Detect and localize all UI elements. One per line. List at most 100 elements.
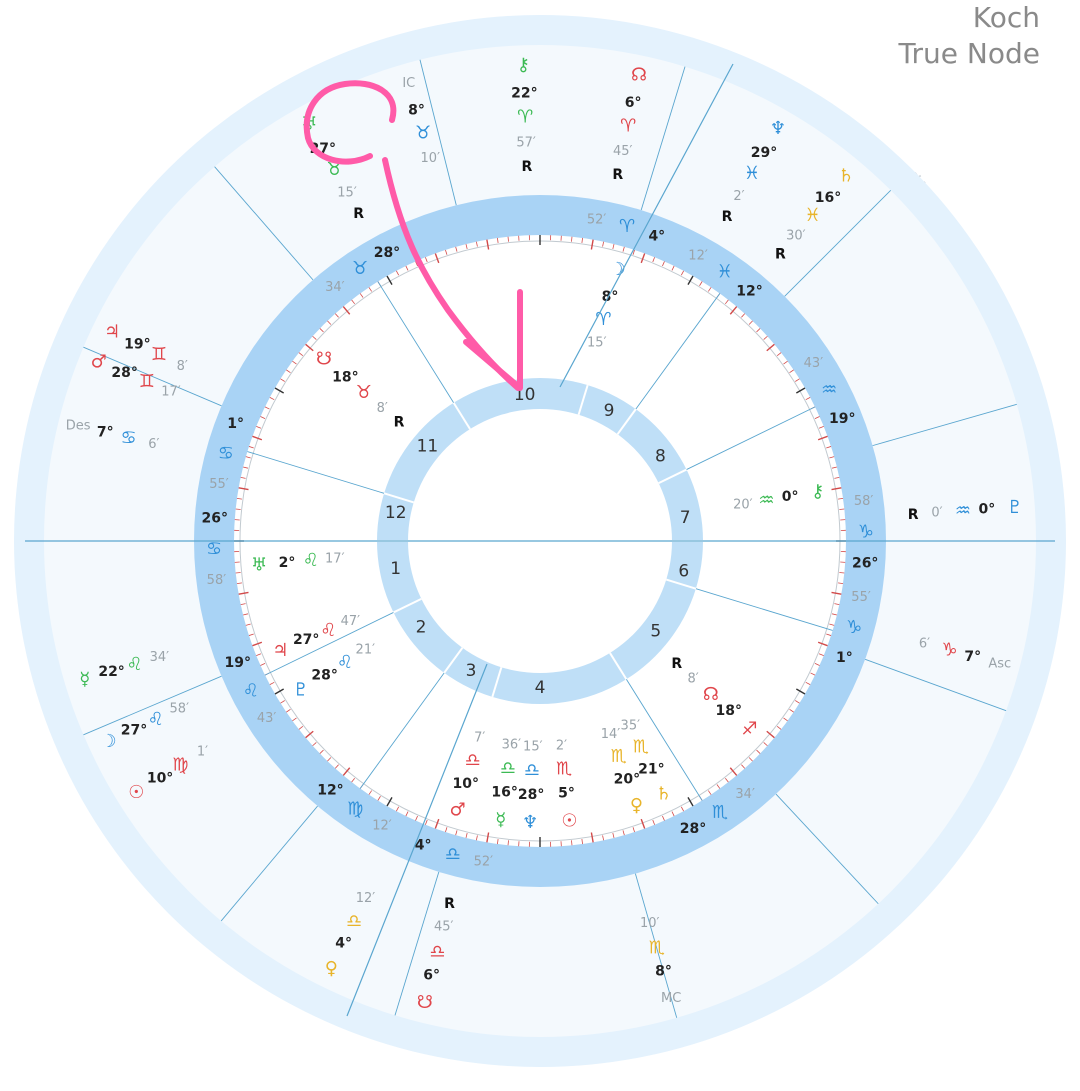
transit-sign: ♒ (955, 500, 971, 521)
planet-r: R (671, 656, 682, 672)
planet-sign: ☊ (703, 684, 719, 705)
transit-glyph-icon: ♆ (770, 118, 786, 139)
degree-tick (342, 306, 351, 315)
house-separator (658, 468, 687, 485)
planet-glyph-icon: ♂ (449, 800, 465, 821)
transit-sign: ♎ (346, 911, 362, 932)
house-separator (393, 597, 422, 614)
house-line (377, 281, 455, 404)
transit-min: 2′ (733, 189, 744, 204)
degree-tick (652, 257, 656, 263)
degree-tick (831, 487, 842, 491)
transit-r: R (722, 209, 733, 225)
cusp-label: 26°♑58′ (852, 494, 878, 572)
transit-min: 0′ (931, 506, 942, 521)
degree-tick (756, 328, 761, 333)
zodiac-sign-icon: ♎ (445, 844, 461, 865)
cusp-label: 4°♎52′ (415, 837, 493, 869)
planet-deg: 20° (614, 772, 640, 788)
planet-position: ♃27°♌47′ (272, 614, 360, 661)
outer-house-line (640, 66, 686, 211)
degree-tick (671, 811, 675, 817)
degree-tick (789, 369, 794, 374)
node-type-label: True Node (898, 37, 1040, 70)
degree-tick (783, 717, 788, 722)
degree-tick (319, 749, 324, 754)
transit-min: 17′ (161, 384, 181, 399)
degree-tick (252, 435, 263, 441)
degree-tick (465, 832, 468, 839)
degree-tick (351, 299, 356, 305)
degree-tick (795, 378, 800, 382)
cusp-degree: 26° (202, 510, 228, 526)
degree-tick (776, 352, 782, 357)
degree-tick (795, 387, 806, 394)
transit-glyph-icon: ☿ (79, 669, 90, 690)
house-number-4: 4 (535, 678, 546, 698)
cusp-degree: 28° (374, 245, 400, 261)
planet-deg: 16° (491, 785, 517, 801)
degree-tick (434, 253, 440, 264)
house-line (359, 672, 445, 789)
transit-r: R (444, 896, 455, 912)
degree-tick (834, 476, 840, 479)
planet-deg: 5° (558, 786, 575, 802)
transit-sign: ♉ (415, 122, 431, 143)
transit-glyph-icon: ☽ (101, 731, 117, 752)
transit-min: 15′ (337, 185, 357, 200)
transit-deg: 27° (121, 722, 147, 738)
outer-house-line (784, 189, 892, 297)
degree-tick (240, 476, 246, 479)
degree-tick (238, 487, 249, 491)
degree-tick (424, 819, 428, 825)
transit-min: 1′ (197, 744, 208, 759)
transit-sign: ♈ (620, 115, 636, 136)
transit-position: ☽27°♌58′ (101, 702, 190, 752)
cusp-minutes: 34′ (325, 280, 345, 295)
degree-tick (687, 796, 694, 807)
degree-tick (724, 299, 729, 305)
degree-tick (256, 425, 262, 429)
degree-tick (312, 335, 317, 340)
transit-sign: ♑ (941, 640, 957, 661)
zodiac-sign-icon: ♌ (243, 681, 259, 702)
degree-tick (590, 239, 594, 250)
cusp-degree: 19° (829, 411, 855, 427)
cusp-label: 19°♌43′ (224, 655, 276, 726)
degree-tick (590, 832, 594, 843)
degree-tick (236, 498, 242, 500)
zodiac-sign-icon: ♈ (619, 216, 635, 237)
meridian-line-top (559, 63, 734, 388)
degree-tick (386, 275, 393, 286)
cusp-degree: 19° (224, 655, 250, 671)
degree-tick (305, 730, 314, 739)
planet-sign: ♈ (595, 309, 611, 330)
house-number-11: 11 (417, 437, 439, 457)
transit-r: R (908, 507, 919, 523)
transit-position: ♃19°♊8′ (104, 321, 188, 374)
natal-planets: ♅2°♌17′♃27°♌47′♇28°♌21′♂10°♎7′☿16°♎36′♆2… (251, 259, 824, 833)
cusp-minutes: 55′ (209, 477, 229, 492)
cusp-degree: 1° (836, 650, 853, 666)
degree-tick (465, 243, 468, 250)
cusp-degree: 28° (680, 821, 706, 837)
transit-glyph-icon: Des (66, 418, 91, 433)
planet-deg: 27° (293, 632, 319, 648)
transit-r: R (522, 159, 533, 175)
transit-min: 34′ (150, 650, 170, 665)
degree-tick (256, 653, 262, 657)
transit-sign: ♏ (649, 938, 665, 959)
inner-house-lines (247, 281, 833, 801)
house-separator (616, 408, 637, 435)
cusp-minutes: 52′ (587, 212, 607, 227)
zodiac-sign-icon: ♑ (846, 617, 862, 638)
cusp-minutes: 52′ (474, 855, 494, 870)
degree-tick (814, 663, 820, 666)
degree-tick (368, 287, 373, 292)
degree-tick (662, 261, 665, 267)
transit-sign: ♊ (139, 371, 155, 392)
transit-deg: 10° (147, 770, 173, 786)
planet-min: 14′ (601, 727, 621, 742)
house-line (625, 678, 703, 801)
